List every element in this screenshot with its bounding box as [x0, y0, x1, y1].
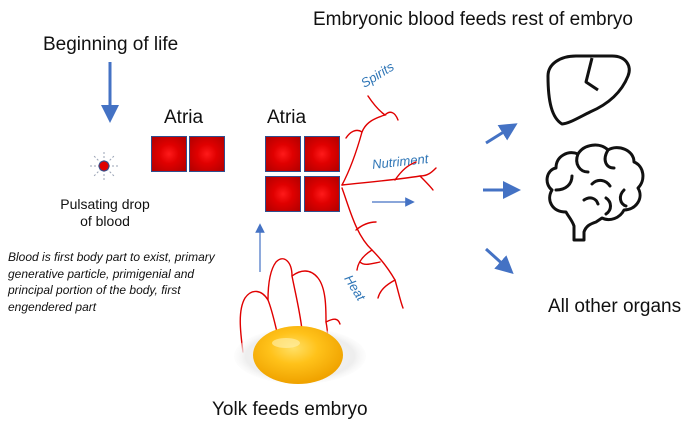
- egg-yolk-icon: [234, 326, 366, 384]
- brain-icon: [545, 143, 645, 242]
- pulsating-drop-label: Pulsating drop of blood: [60, 196, 150, 229]
- arrow-to-liver: [485, 123, 518, 145]
- arrow-to-organs: [484, 247, 514, 275]
- atrium-right-2: [304, 136, 340, 172]
- all-other-organs-label: All other organs: [548, 296, 682, 317]
- blood-drop-icon: [89, 150, 119, 182]
- atrium-left-2: [189, 136, 225, 172]
- yolk-label: Yolk feeds embryo: [212, 399, 368, 420]
- atrium-right-4: [304, 176, 340, 212]
- atria-left-label: Atria: [164, 107, 204, 128]
- liver-icon: [546, 54, 631, 126]
- blood-note: Blood is first body part to exist, prima…: [8, 250, 215, 314]
- atria-right-label: Atria: [267, 107, 307, 128]
- atrium-right-1: [265, 136, 301, 172]
- atrium-left-1: [151, 136, 187, 172]
- top-title: Embryonic blood feeds rest of embryo: [313, 9, 633, 30]
- atrium-right-3: [265, 176, 301, 212]
- beginning-of-life-label: Beginning of life: [43, 34, 179, 55]
- vessels: [239, 95, 437, 353]
